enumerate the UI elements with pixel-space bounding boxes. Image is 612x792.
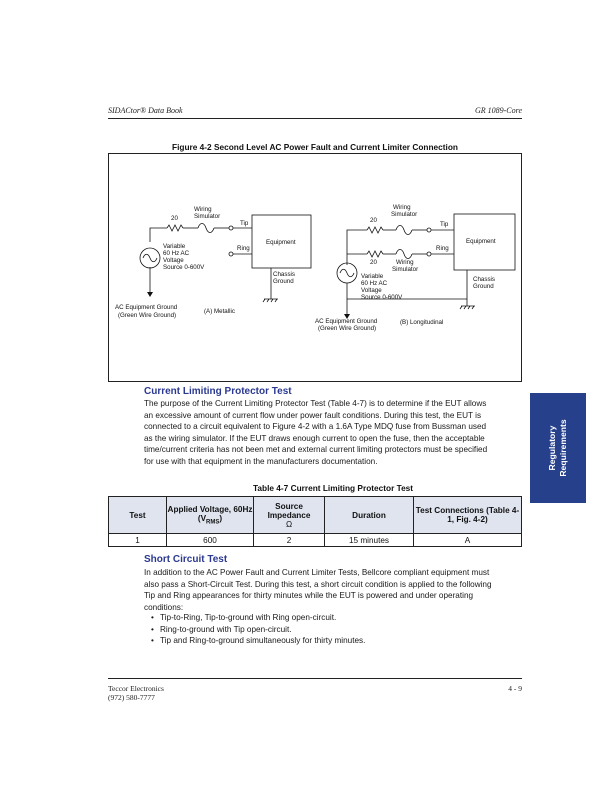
col-header-voltage: Applied Voltage, 60Hz (VRMS) [166, 496, 254, 534]
label-a-source-1: Variable [163, 243, 186, 250]
figure-box: 20 Wiring Simulator Tip Ring Equipment V… [108, 153, 522, 382]
current-limiting-table: Test Applied Voltage, 60Hz (VRMS) Source… [108, 496, 522, 547]
equipment-box-b [453, 213, 516, 271]
col-header-duration: Duration [324, 496, 414, 534]
col-header-voltage-unit-open: (V [197, 513, 207, 523]
resistor-a [166, 224, 184, 232]
label-b-chassis-1: Chassis [473, 276, 495, 283]
figure-title: Figure 4-2 Second Level AC Power Fault a… [172, 142, 458, 152]
label-b-chassis-2: Ground [473, 283, 494, 290]
header-right: GR 1089-Core [474, 106, 522, 115]
label-a-ground-2: (Green Wire Ground) [118, 312, 176, 319]
fuse-a [197, 223, 215, 233]
cell-duration: 15 minutes [324, 533, 414, 547]
label-a-wiring-2: Simulator [194, 213, 220, 220]
footer-company: Teccor Electronics [108, 684, 164, 693]
label-b-resistor-top: 20 [370, 217, 377, 224]
label-b-equipment: Equipment [466, 238, 496, 245]
short-circuit-bullet-list: Tip-to-Ring, Tip-to-ground with Ring ope… [148, 612, 492, 647]
circuit-diagram: 20 Wiring Simulator Tip Ring Equipment V… [115, 204, 516, 332]
section-heading-short-circuit: Short Circuit Test [144, 554, 228, 565]
col-header-impedance-unit: Ω [285, 519, 293, 529]
wire-a-top-left [149, 227, 167, 242]
footer-rule [108, 678, 522, 679]
label-b-source-2: 60 Hz AC [361, 280, 388, 287]
label-b-wiring-top-1: Wiring [393, 204, 411, 211]
label-a-source-2: 60 Hz AC [163, 250, 190, 257]
label-b-wiring-top-2: Simulator [391, 211, 417, 218]
label-a-source-3: Voltage [163, 257, 184, 264]
fuse-b-bottom [395, 249, 413, 259]
footer-phone: (972) 580-7777 [108, 693, 155, 702]
resistor-b-top [366, 226, 384, 234]
col-header-test: Test [108, 496, 167, 534]
caption-a: (A) Metallic [204, 308, 235, 315]
label-a-source-4: Source 0-600V [163, 264, 205, 271]
cell-impedance: 2 [253, 533, 325, 547]
wire-b-top-left [346, 229, 367, 265]
label-b-ring: Ring [436, 245, 449, 252]
label-b-source-3: Voltage [361, 287, 382, 294]
label-a-ring: Ring [237, 245, 250, 252]
equipment-box-a [251, 214, 312, 269]
label-b-resistor-bottom: 20 [370, 259, 377, 266]
list-item: Ring-to-ground with Tip open-circuit. [148, 624, 492, 636]
section-heading-current-limiting: Current Limiting Protector Test [144, 386, 292, 397]
side-tab-label: Regulatory Requirements [547, 393, 569, 503]
header-left: SIDACtor® Data Book [108, 106, 183, 115]
label-a-ground-1: AC Equipment Ground [115, 304, 178, 311]
label-a-resistor: 20 [171, 215, 178, 222]
chassis-ground-symbol-a [262, 298, 278, 303]
label-b-source-4: Source 0-600V [361, 294, 403, 301]
label-b-wiring-bottom-2: Simulator [392, 266, 418, 273]
col-header-impedance-label: Source Impedance [267, 501, 311, 520]
label-a-equipment: Equipment [266, 239, 296, 246]
cell-voltage: 600 [166, 533, 254, 547]
col-header-impedance: Source Impedance Ω [253, 496, 325, 534]
resistor-b-bottom [366, 250, 384, 258]
footer-page-number: 4 - 9 [508, 684, 522, 693]
col-header-connections: Test Connections (Table 4-1, Fig. 4-2) [413, 496, 522, 534]
header-rule [108, 118, 522, 119]
wire-b-chassis [346, 270, 468, 300]
col-header-voltage-sub: RMS [206, 519, 220, 526]
label-a-tip: Tip [240, 220, 249, 227]
chassis-ground-symbol-b [459, 305, 475, 310]
side-tab-line2: Requirements [558, 419, 568, 477]
table-title: Table 4-7 Current Limiting Protector Tes… [252, 483, 414, 493]
label-a-wiring-1: Wiring [194, 206, 212, 213]
col-header-voltage-label: Applied Voltage, 60Hz [167, 504, 253, 514]
source-a [139, 247, 161, 269]
side-tab[interactable]: Regulatory Requirements [530, 393, 586, 503]
label-b-ground-2: (Green Wire Ground) [318, 325, 376, 332]
label-a-chassis-2: Ground [273, 278, 294, 285]
label-a-chassis-1: Chassis [273, 271, 295, 278]
label-b-ground-1: AC Equipment Ground [315, 318, 378, 325]
caption-b: (B) Longitudinal [400, 319, 443, 326]
list-item: Tip and Ring-to-ground simultaneously fo… [148, 635, 492, 647]
fuse-b-top [395, 225, 413, 235]
table-row: 1 600 2 15 minutes A [108, 533, 522, 547]
section-paragraph-current-limiting: The purpose of the Current Limiting Prot… [144, 399, 488, 466]
section-paragraph-short-circuit: In addition to the AC Power Fault and Cu… [144, 568, 492, 612]
list-item: Tip-to-Ring, Tip-to-ground with Ring ope… [148, 612, 492, 624]
label-b-tip: Tip [440, 221, 449, 228]
label-b-source-1: Variable [361, 273, 384, 280]
col-header-voltage-unit-close: ) [219, 513, 223, 523]
cell-connections: A [413, 533, 522, 547]
side-tab-line1: Regulatory [547, 425, 557, 471]
label-b-wiring-bottom-1: Wiring [396, 259, 414, 266]
cell-test: 1 [108, 533, 167, 547]
